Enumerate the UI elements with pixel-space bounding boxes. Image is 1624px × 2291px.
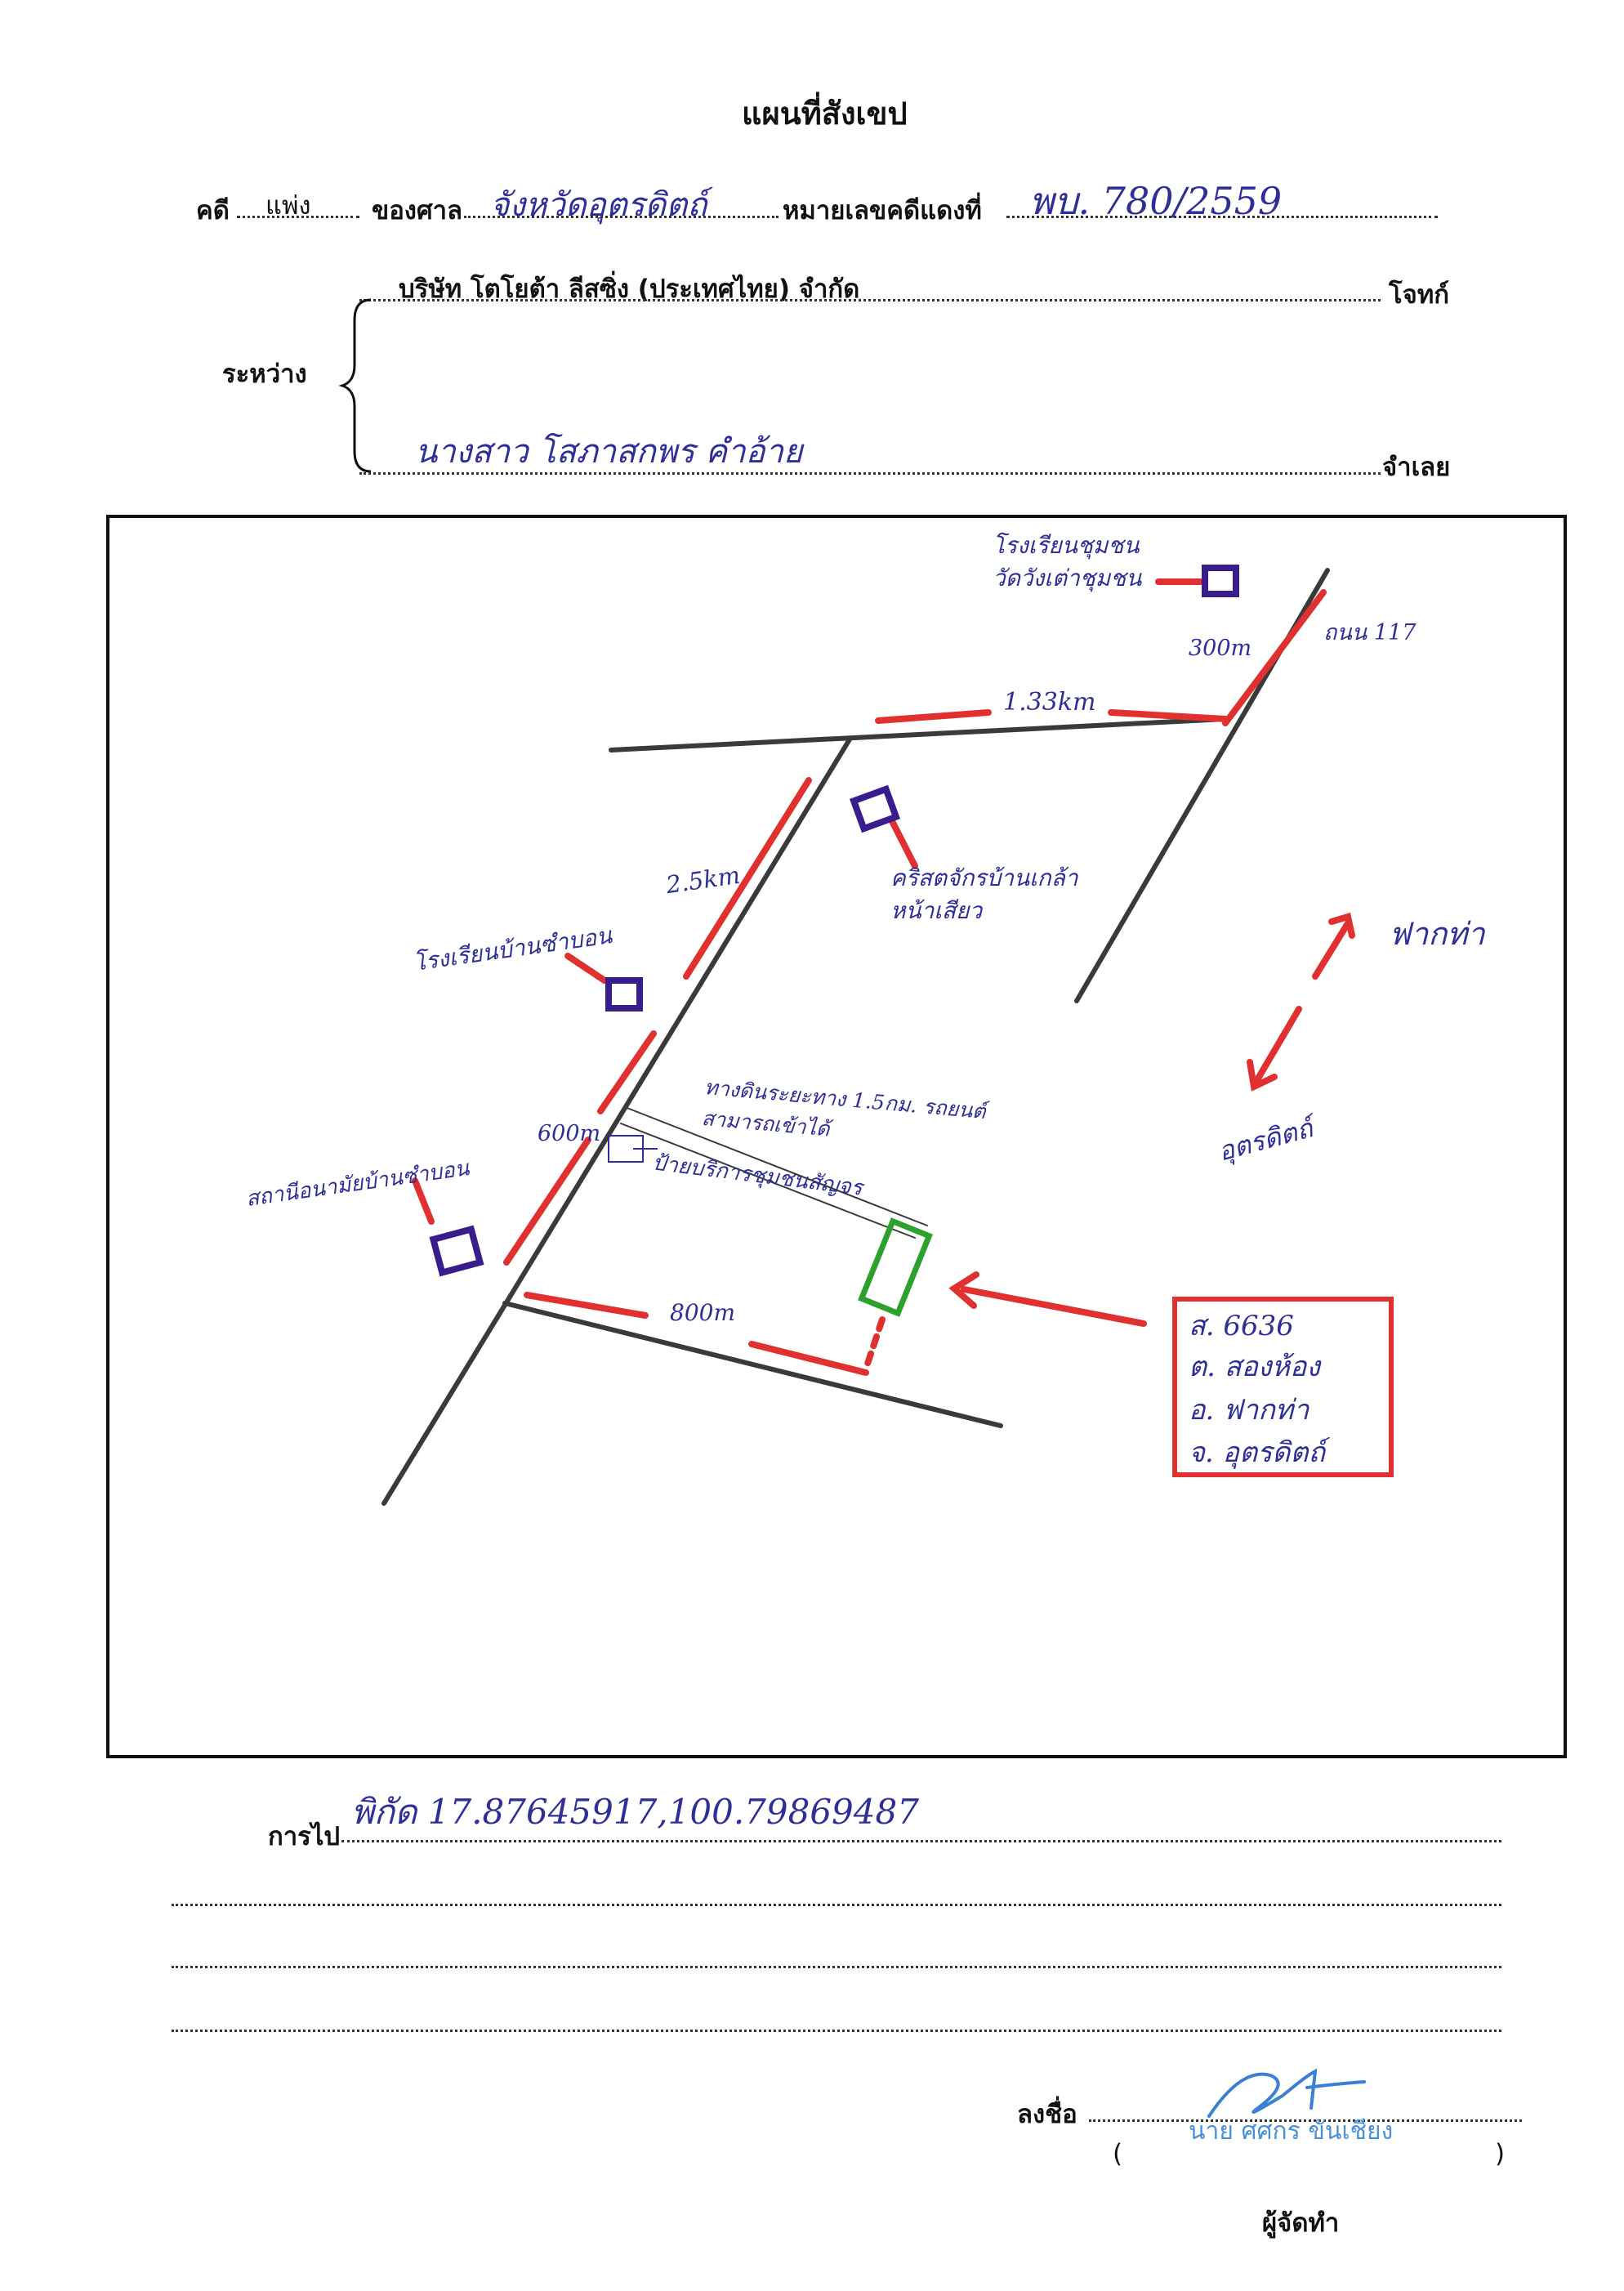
church-box	[849, 784, 901, 833]
parcel-line-3: อ. ฟากท่า	[1189, 1394, 1309, 1427]
directions-dots-1	[341, 1840, 1501, 1842]
red-case-dots	[1006, 216, 1438, 218]
defendant-name: นางสาว โสภาสกพร คำอ้าย	[415, 433, 803, 471]
dist-300-label: 300m	[1189, 636, 1252, 661]
parcel-line-4: จ. อุตรดิตถ์	[1189, 1436, 1326, 1469]
marker-300m	[1222, 589, 1327, 726]
marker-133km-b	[1108, 709, 1229, 722]
marker-133km-a	[875, 709, 992, 724]
roads	[381, 568, 1330, 1506]
dirt-road-a	[624, 1106, 928, 1226]
court-dots	[464, 216, 779, 218]
between-label: ระหว่าง	[222, 360, 307, 389]
red-case-label: หมายเลขคดีแดงที่	[783, 196, 982, 226]
directions-dots-3	[172, 1966, 1501, 1968]
arrow-to-parcel-head	[948, 1271, 979, 1309]
directions-dots-2	[172, 1904, 1501, 1906]
arrow-north-head	[1328, 912, 1355, 939]
dist-133-label: 1.33km	[1003, 688, 1096, 717]
case-type: แพ่ง	[265, 191, 311, 221]
directions-label: การไป	[268, 1822, 341, 1851]
close-paren: )	[1495, 2139, 1506, 2168]
signature-mark	[1207, 2068, 1366, 2118]
dist-600-label: 600m	[538, 1121, 601, 1146]
health-box	[429, 1225, 484, 1277]
defendant-dots	[359, 472, 1381, 475]
info-box	[1172, 1297, 1394, 1477]
signatory-name: นาย ศศกร ขันเชียง	[1189, 2117, 1394, 2146]
pointer-health	[412, 1177, 435, 1225]
dist-800-label: 800m	[670, 1299, 735, 1326]
directions-dots-4	[172, 2030, 1501, 2032]
school-top-box	[1202, 565, 1239, 597]
school-top-label: โรงเรียนชุมชน วัดวังเต่าชุมชน	[993, 532, 1142, 592]
arrow-to-parcel-shaft	[961, 1286, 1147, 1327]
map-frame	[106, 515, 1567, 1758]
main-road	[381, 737, 852, 1506]
case-label: คดี	[196, 196, 230, 226]
case-type-dots	[237, 216, 359, 218]
parcel-line-1: ส. 6636	[1189, 1310, 1294, 1342]
fak-tha-label: ฟากท่า	[1389, 916, 1485, 952]
page-title: แผนที่สังเขป	[742, 96, 908, 132]
court-label: ของศาล	[372, 196, 463, 226]
marker-dotted	[863, 1316, 886, 1372]
pointer-church	[889, 818, 918, 869]
parcel-line-2: ต. สองห้อง	[1189, 1351, 1320, 1383]
church-label: คริสตจักรบ้านเกล้า หน้าเสียว	[890, 864, 1078, 924]
signature-label: ลงชื่อ	[1017, 2100, 1077, 2129]
plaintiff-label: โจทก์	[1389, 280, 1450, 310]
bottom-cross-road	[502, 1301, 1003, 1428]
marker-800m-b	[748, 1341, 869, 1376]
road-117-label: ถนน 117	[1323, 620, 1417, 645]
school-mid-box	[605, 977, 643, 1012]
marker-800m-a	[524, 1292, 649, 1319]
brace	[338, 298, 372, 473]
marker-600m-b	[503, 1137, 591, 1266]
role-label: ผู้จัดทำ	[1262, 2208, 1340, 2238]
signature-dots	[1089, 2119, 1522, 2122]
pointer-school-mid	[564, 953, 608, 984]
arrow-south-head	[1247, 1059, 1278, 1092]
red-case-number: พบ. 780/2559	[1029, 179, 1283, 223]
arrow-south-a	[1255, 1006, 1302, 1082]
marker-25km	[683, 777, 812, 980]
court-name: จังหวัดอุตรดิตถ์	[490, 186, 707, 224]
parcel-target-box	[858, 1217, 933, 1317]
arrow-north-a	[1312, 920, 1351, 980]
defendant-label: จำเลย	[1382, 453, 1451, 482]
dirt-road-b	[620, 1123, 916, 1239]
landmarks	[429, 565, 1239, 1277]
open-paren: (	[1113, 2139, 1123, 2168]
plaintiff-dots	[359, 299, 1381, 301]
top-cross-road	[609, 717, 1228, 753]
distance-markers	[412, 578, 1355, 1376]
directions-text: พิกัด 17.87645917,100.79869487	[351, 1792, 919, 1832]
marker-600m-a	[597, 1030, 657, 1114]
